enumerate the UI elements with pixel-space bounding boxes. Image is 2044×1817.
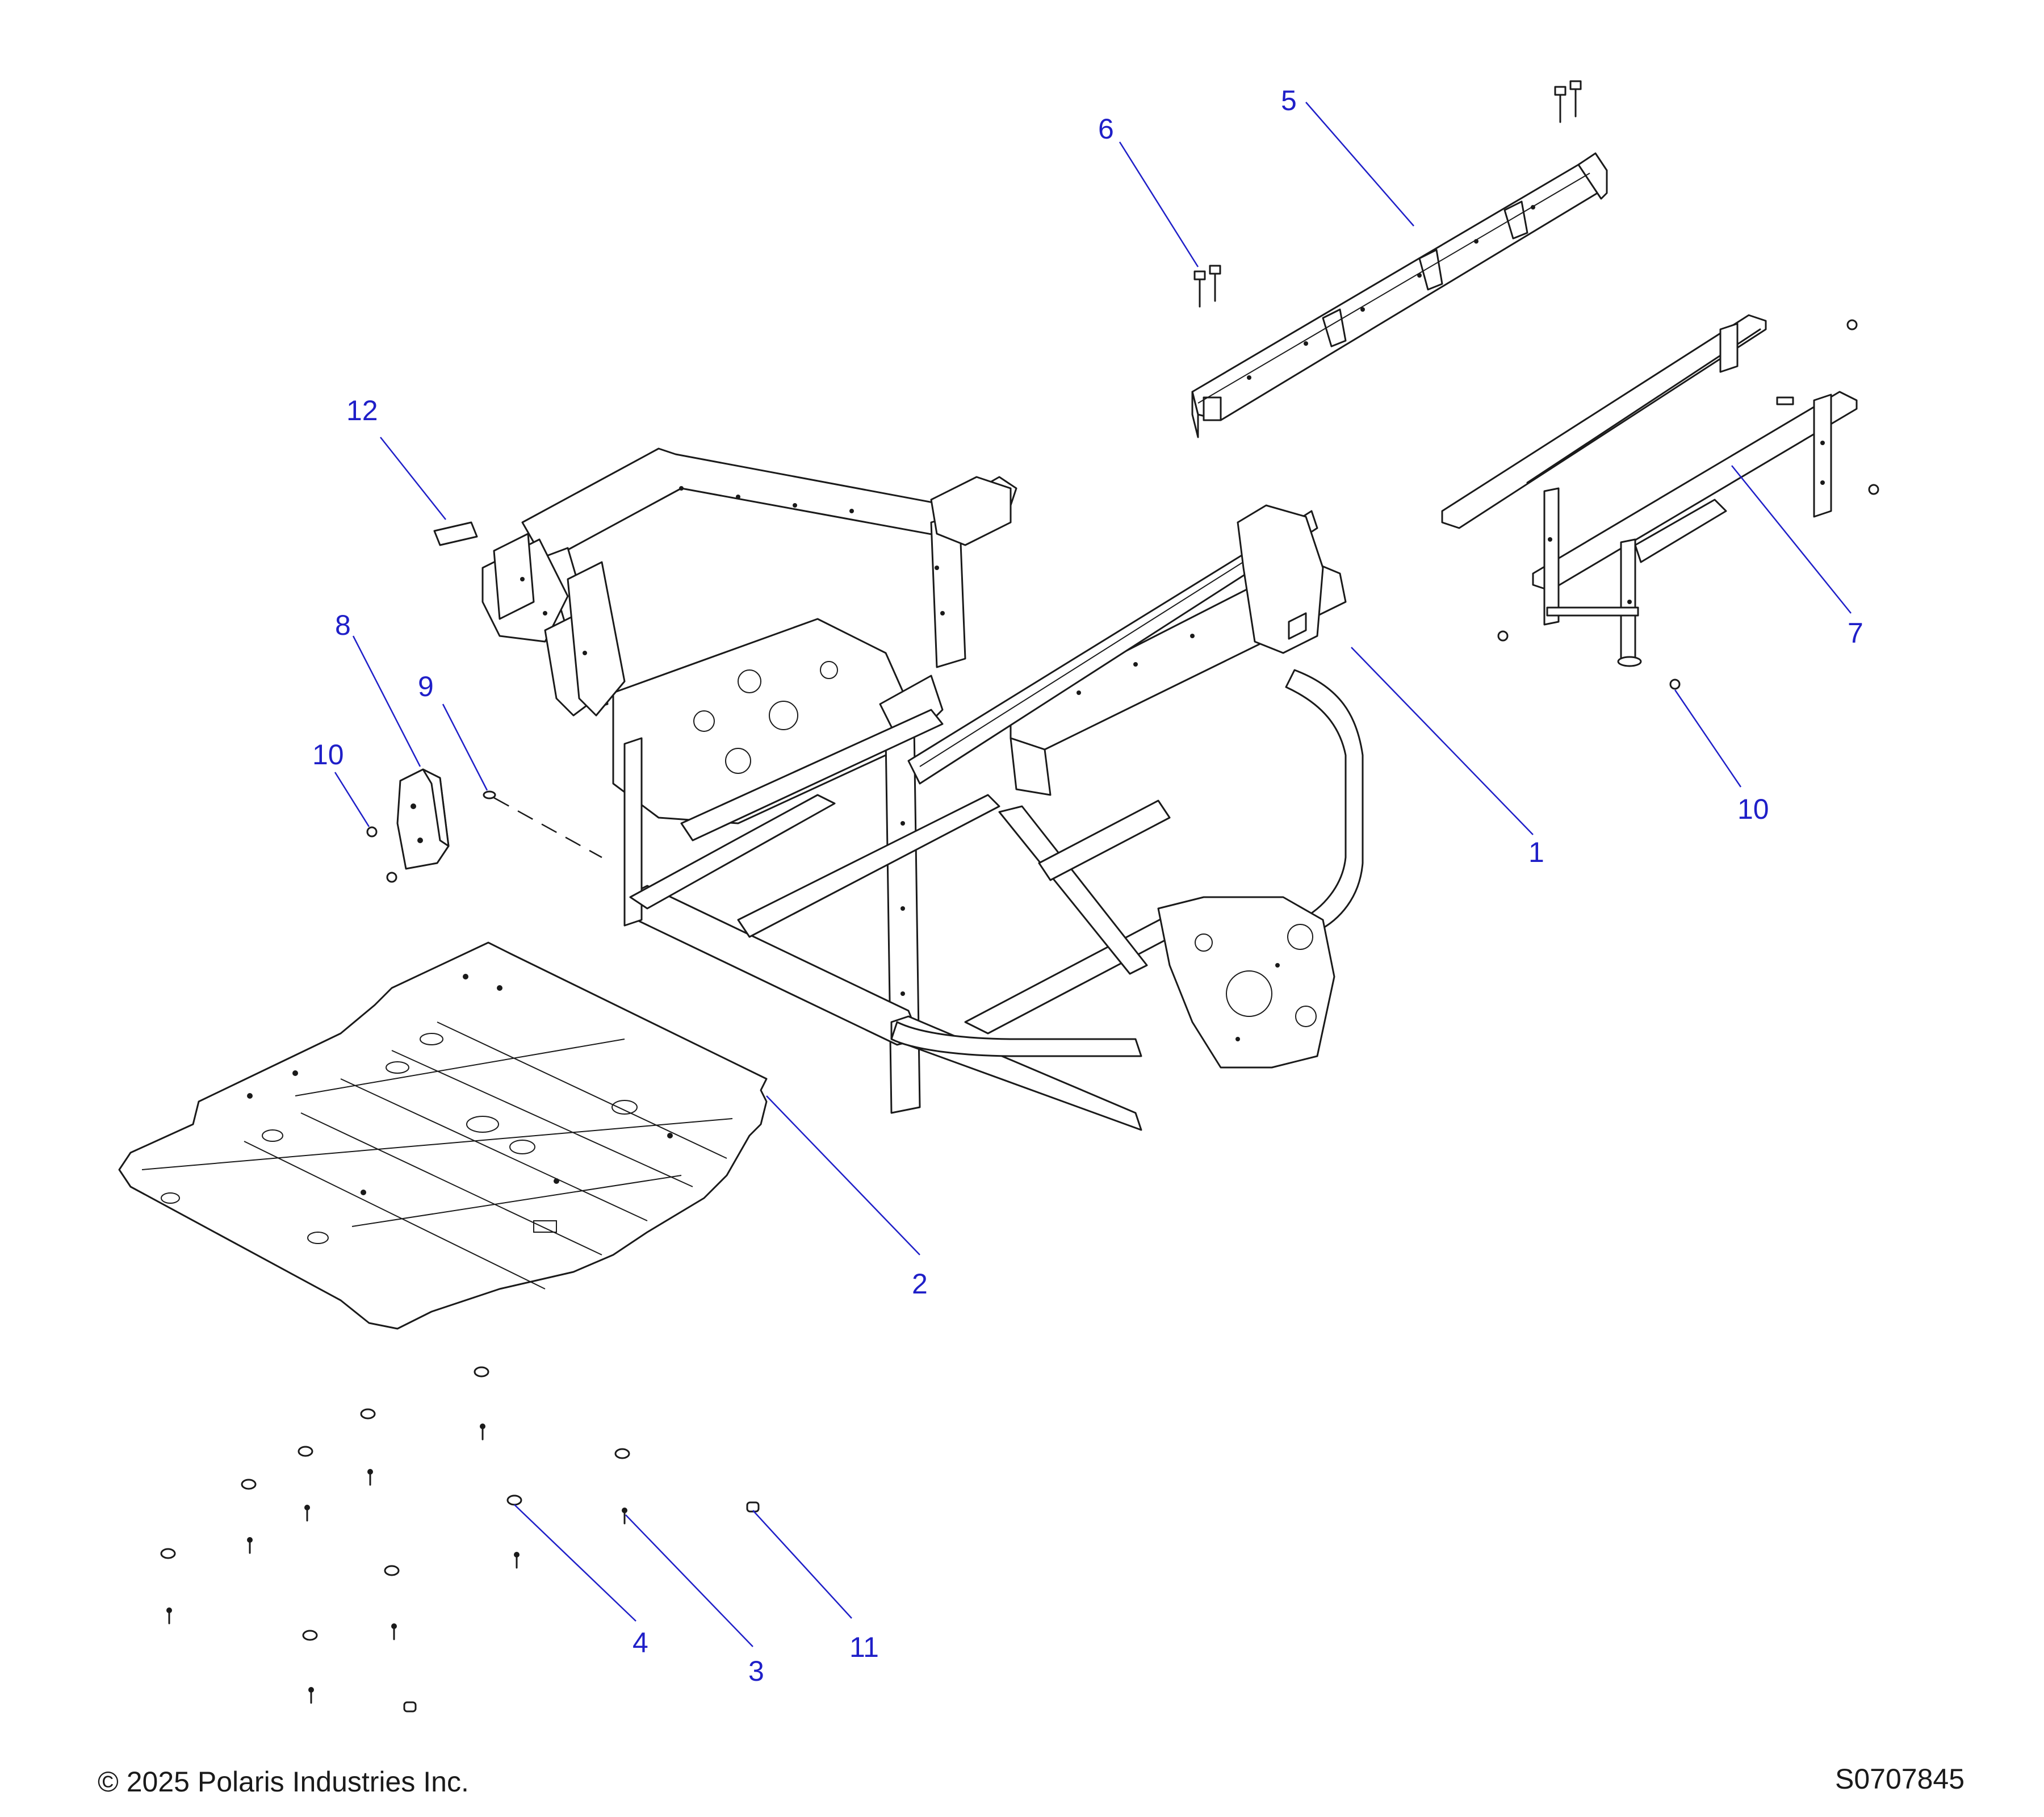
- callout-10-right: 10: [1737, 793, 1769, 825]
- rear-frame-part-7: [1441, 314, 1858, 667]
- hardware-clips-part-11: [403, 1501, 760, 1713]
- main-frame-part-1: [481, 447, 1364, 1131]
- callout-10-left: 10: [312, 739, 344, 771]
- figure-id: S0707845: [1835, 1763, 1965, 1795]
- callout-5: 5: [1281, 85, 1297, 116]
- bolts-top-right: [1554, 80, 1582, 123]
- copyright-text: © 2025 Polaris Industries Inc.: [98, 1766, 469, 1798]
- bolts-part-6: [1193, 265, 1221, 308]
- callout-6: 6: [1098, 113, 1114, 145]
- callout-3: 3: [748, 1655, 764, 1687]
- callout-12: 12: [346, 395, 378, 426]
- leader-lines: [334, 102, 1852, 1647]
- decal-part-12: [433, 521, 478, 546]
- callout-labels: 1 2 3 4 5 6 7 8 9 10 10 11 12: [312, 85, 1863, 1687]
- callout-9: 9: [418, 671, 434, 702]
- hardware-screws-part-3: [166, 1424, 627, 1704]
- callout-11: 11: [849, 1631, 879, 1663]
- callout-8: 8: [335, 609, 351, 641]
- fasteners-part-10-left: [366, 826, 397, 883]
- callout-4: 4: [633, 1627, 648, 1659]
- cross-beam-part-5: [1191, 152, 1608, 438]
- callout-2: 2: [912, 1268, 928, 1300]
- hardware-washers-part-4: [160, 1366, 630, 1641]
- bracket-part-8: [396, 768, 450, 870]
- skid-plate-part-2: [118, 941, 768, 1330]
- callout-7: 7: [1848, 617, 1863, 649]
- fasteners-part-10-rear: [1497, 319, 1879, 690]
- grommet-part-9: [483, 790, 602, 859]
- callout-1: 1: [1528, 836, 1544, 868]
